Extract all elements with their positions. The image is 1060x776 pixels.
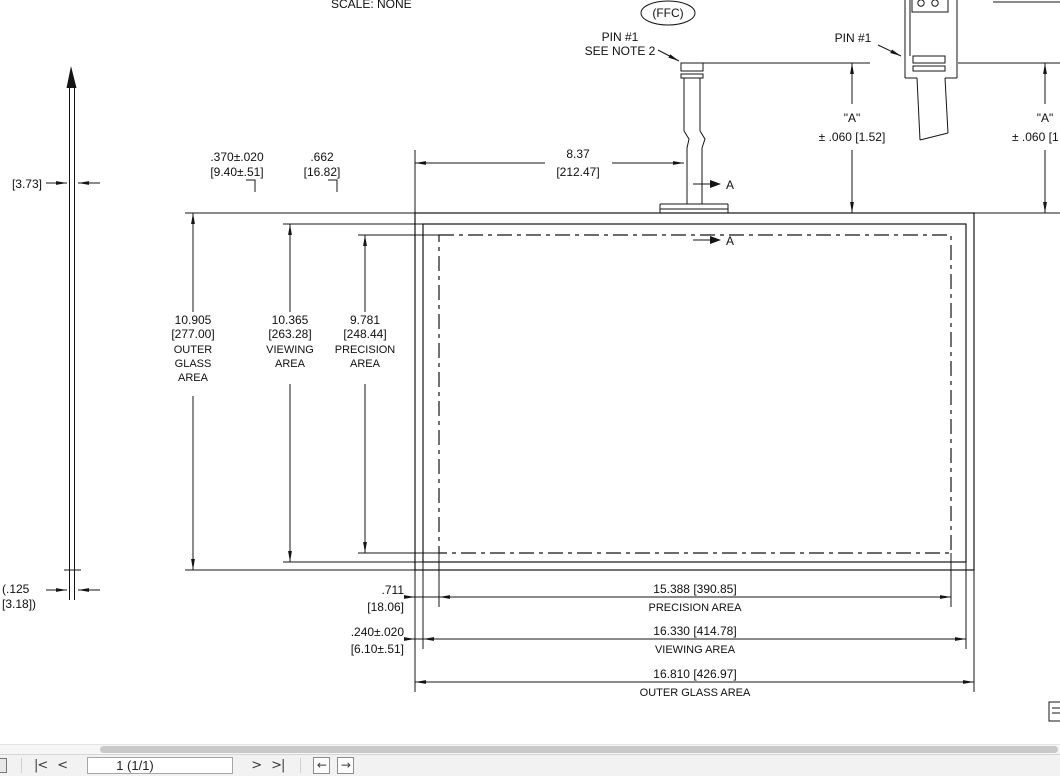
- dim-glass-thickness-line2: [3.18]): [2, 597, 36, 611]
- ffc-balloon: [640, 0, 696, 26]
- dim-viewing-height-label1: VIEWING: [266, 344, 314, 356]
- dim-precision-height-label1: PRECISION: [335, 344, 396, 356]
- dim-outer-width-label: OUTER GLASS AREA: [640, 687, 751, 699]
- dim-viewing-top-offset-in: .370±.020: [210, 150, 264, 164]
- ffc-contact-bar: [680, 73, 704, 79]
- side-view: [3.73] (.125 [3.18]): [2, 66, 100, 611]
- dim-glass-thickness-line1: (.125: [2, 582, 30, 596]
- dim-tail-position-in: 8.37: [566, 147, 590, 161]
- pin1-note-line1: PIN #1: [602, 30, 639, 44]
- next-page-button[interactable]: >: [251, 757, 262, 774]
- dim-viewing-height-mm: [263.28]: [268, 327, 311, 341]
- connector-pin-hole: [917, 0, 925, 7]
- dim-tail-length-line2: ± .060 [1.52]: [819, 130, 886, 144]
- ffc-contact-bar: [680, 62, 704, 72]
- next-page-icon: >: [251, 758, 262, 773]
- dim-viewing-width: 16.330 [414.78]: [653, 624, 736, 638]
- dim-precision-bottom-offset-in: .711: [382, 583, 405, 597]
- section-marker-top: A: [726, 178, 734, 192]
- bottom-dimensions: .711 [18.06] 15.388 [390.85] PRECISION A…: [351, 582, 974, 699]
- back-button[interactable]: ←: [313, 757, 331, 774]
- scale-note: SCALE: NONE: [331, 0, 412, 11]
- ffc-tail: (FFC) PIN #1 SEE NOTE 2: [585, 0, 886, 248]
- pin1-detail-label: PIN #1: [835, 31, 872, 45]
- dim-viewing-bottom-offset-in: .240±.020: [351, 625, 405, 639]
- section-marker-bottom: A: [726, 234, 734, 248]
- connector-detail-view: PIN #1 "A" ± .060 [1: [835, 0, 1059, 213]
- section-arrow-icon: [710, 236, 721, 244]
- top-dimensions: .370±.020 [9.40±.51] .662 [16.82] 8.37 […: [210, 147, 684, 192]
- connector-pin-hole: [931, 0, 939, 7]
- dim-outer-width: 16.810 [426.97]: [653, 667, 736, 681]
- dim-outer-height-label1: OUTER: [174, 344, 213, 356]
- dim-precision-bottom-offset-mm: [18.06]: [367, 600, 404, 614]
- dim-outer-height-label3: AREA: [178, 372, 209, 384]
- engineering-drawing: SCALE: NONE [3.73] (.125 [3.18]): [2, 0, 1060, 722]
- forward-button[interactable]: →: [337, 757, 355, 774]
- viewing-area-outline: [422, 223, 967, 563]
- dim-tail-length-detail-line1: "A": [1037, 111, 1054, 125]
- dim-outer-height-label2: GLASS: [175, 358, 212, 370]
- dim-precision-width-label: PRECISION AREA: [649, 602, 743, 614]
- dim-viewing-width-label: VIEWING AREA: [655, 644, 736, 656]
- outer-glass-outline: [414, 212, 975, 571]
- dim-precision-top-offset-in: .662: [310, 150, 334, 164]
- dim-precision-height-mm: [248.44]: [343, 327, 386, 341]
- dim-viewing-bottom-offset-mm: [6.10±.51]: [351, 642, 404, 656]
- previous-page-icon: <: [57, 758, 68, 773]
- last-page-icon: >|: [271, 758, 285, 773]
- ffc-label: (FFC): [652, 6, 683, 20]
- vertical-dimensions: 10.905 [277.00] OUTER GLASS AREA 10.365 …: [171, 213, 395, 570]
- first-page-button[interactable]: |<: [34, 757, 48, 774]
- side-view-tail-tip: [66, 66, 77, 88]
- forward-arrow-icon: →: [340, 758, 351, 772]
- toolbar-divider: [300, 758, 302, 773]
- connector-contact-bar: [912, 55, 946, 64]
- dim-precision-height-label2: AREA: [350, 358, 381, 370]
- sheet-corner-symbol: [1048, 701, 1060, 722]
- dim-stack-thickness: [3.73]: [12, 177, 42, 191]
- dim-viewing-height-in: 10.365: [272, 313, 309, 327]
- drawing-canvas: SCALE: NONE [3.73] (.125 [3.18]): [2, 0, 1060, 722]
- section-arrow-icon: [710, 180, 721, 188]
- dim-precision-top-offset-mm: [16.82]: [304, 165, 341, 179]
- dim-outer-height-mm: [277.00]: [171, 327, 214, 341]
- dim-tail-length-line1: "A": [844, 111, 861, 125]
- dim-outer-height-in: 10.905: [175, 313, 212, 327]
- dim-viewing-height-label2: AREA: [275, 358, 306, 370]
- viewer-toolbar: |< < 1 (1/1) > >| ← →: [0, 754, 1060, 776]
- toolbar-divider: [21, 758, 22, 773]
- last-page-button[interactable]: >|: [271, 757, 285, 774]
- connector-key-slot: [911, 0, 949, 13]
- pin1-note-line2: SEE NOTE 2: [585, 44, 656, 58]
- page-number-field[interactable]: 1 (1/1): [87, 757, 234, 774]
- extension-lines: [185, 1, 1060, 692]
- dim-tail-length-detail-line2: ± .060 [1: [1012, 130, 1059, 144]
- dim-tail-position-mm: [212.47]: [556, 165, 599, 179]
- dim-viewing-top-offset-mm: [9.40±.51]: [210, 165, 263, 179]
- dim-precision-width: 15.388 [390.85]: [653, 582, 736, 596]
- back-arrow-icon: ←: [316, 758, 327, 772]
- glass-outlines: [414, 212, 975, 571]
- clipped-toolbar-icon[interactable]: [0, 758, 7, 773]
- connector-contact-bar: [912, 65, 946, 72]
- horizontal-scrollbar-thumb[interactable]: [100, 746, 1058, 753]
- precision-area-outline: [438, 234, 952, 554]
- horizontal-scrollbar[interactable]: [0, 744, 1060, 754]
- dim-precision-height-in: 9.781: [350, 313, 380, 327]
- previous-page-button[interactable]: <: [57, 757, 68, 774]
- first-page-icon: |<: [34, 758, 48, 773]
